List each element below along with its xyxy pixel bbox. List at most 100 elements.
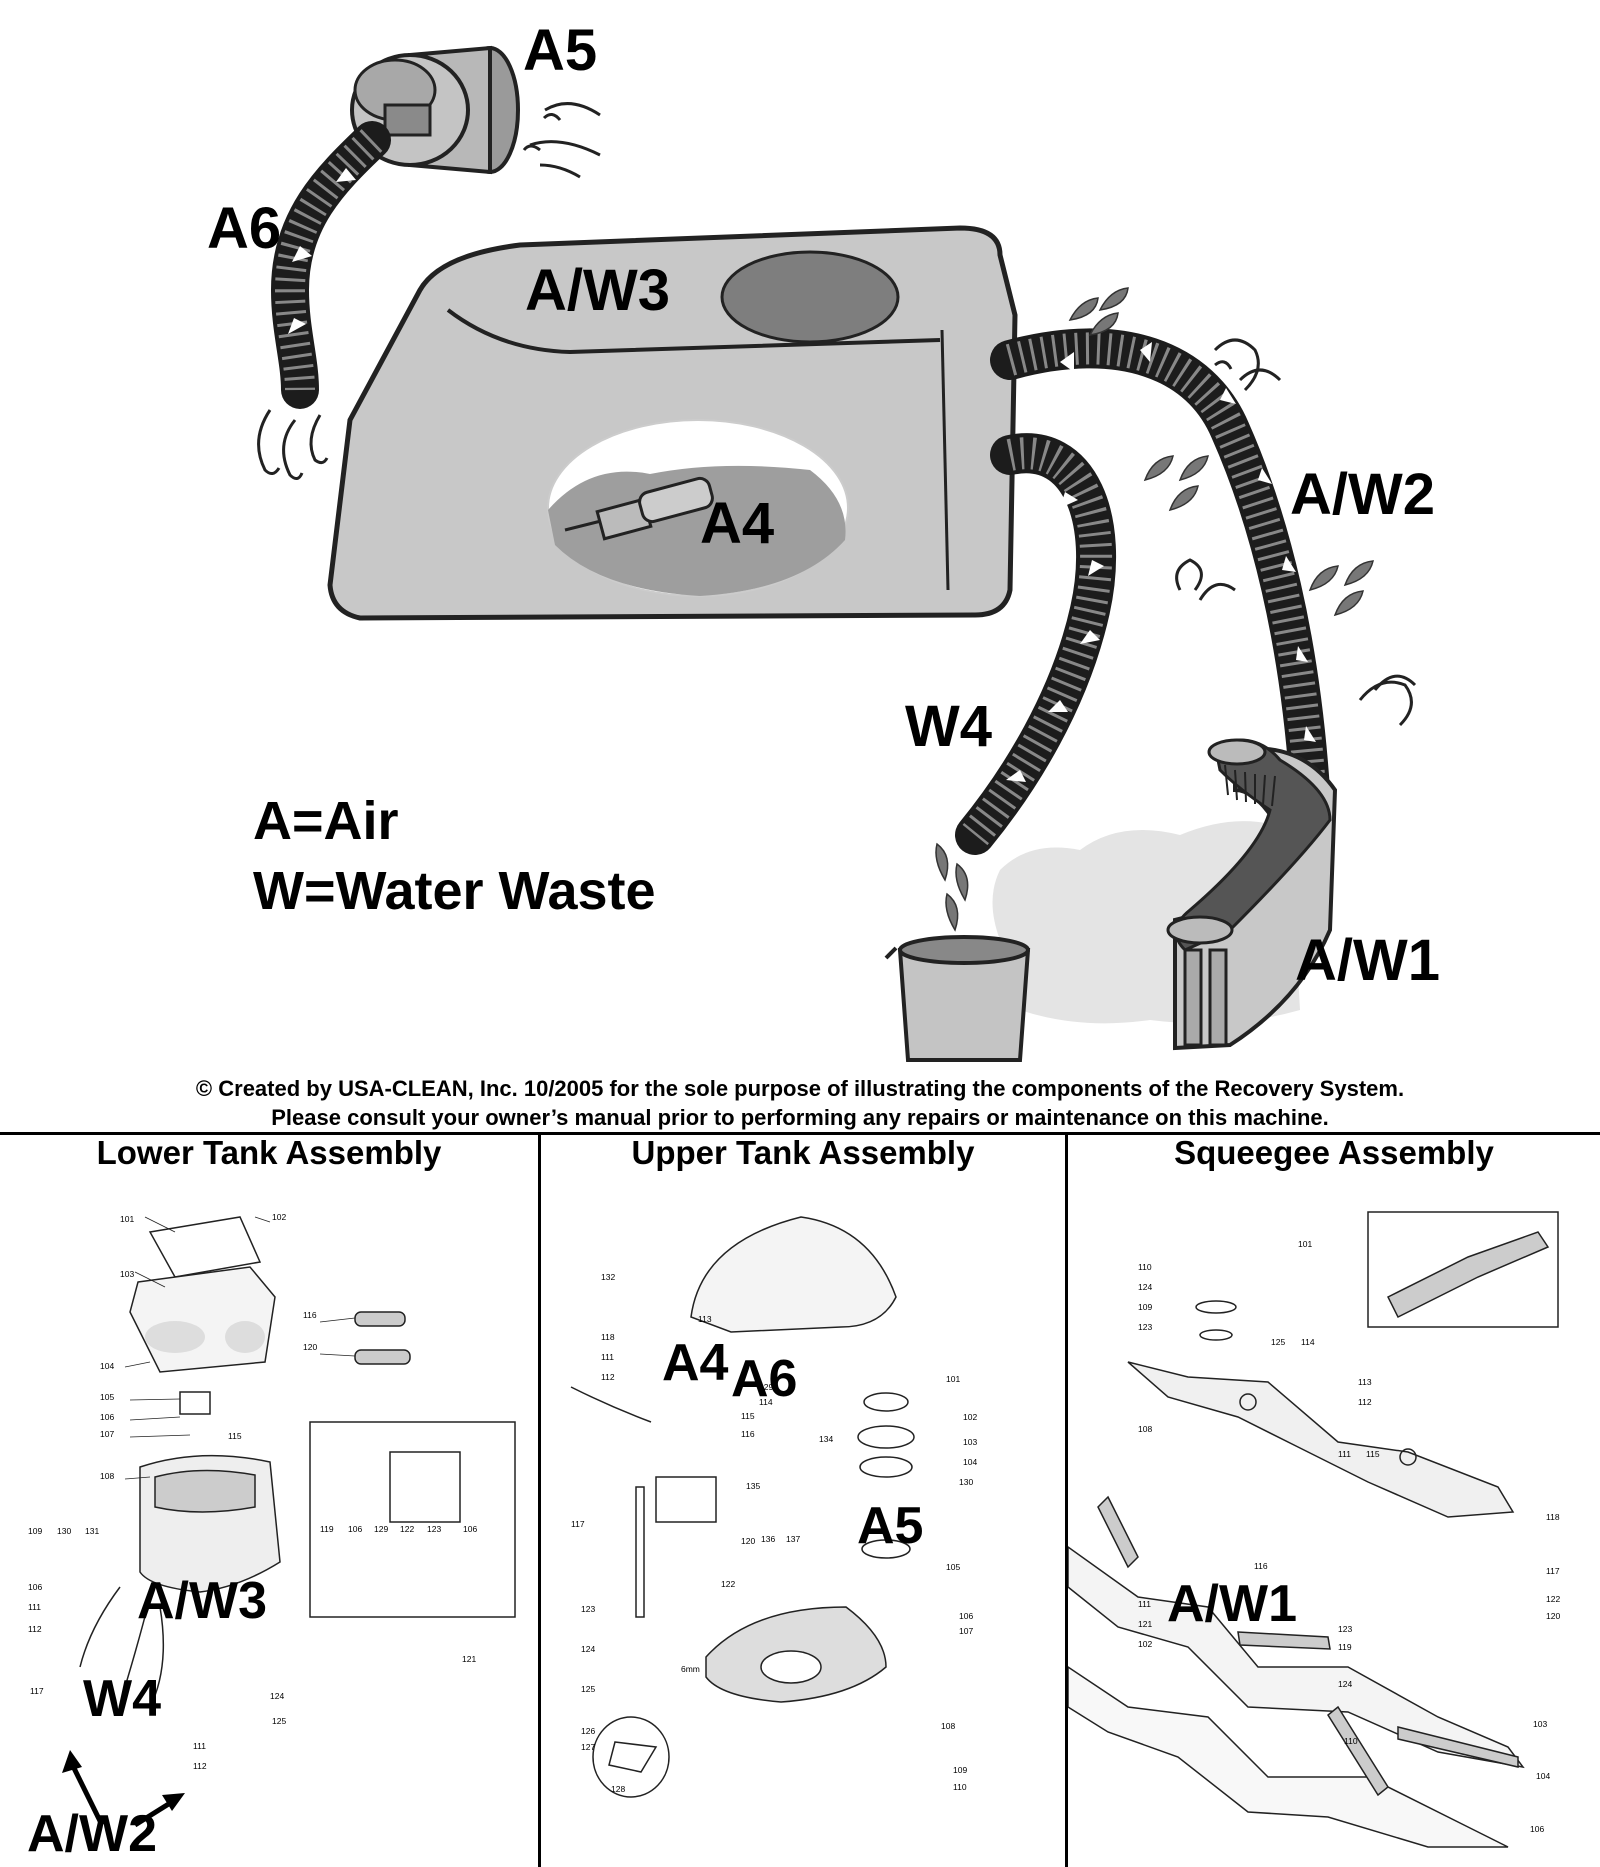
part-callout: 123 — [427, 1524, 441, 1534]
part-callout: 135 — [746, 1481, 760, 1491]
part-callout: 112 — [28, 1624, 42, 1634]
part-callout: 103 — [963, 1437, 977, 1447]
part-callout: 106 — [348, 1524, 362, 1534]
part-callout: 123 — [1138, 1322, 1152, 1332]
part-callout: 110 — [1138, 1262, 1152, 1272]
part-callout: 103 — [1533, 1719, 1547, 1729]
label-a4: A4 — [700, 491, 775, 556]
part-callout: 124 — [1338, 1679, 1352, 1689]
part-callout: 114 — [759, 1397, 773, 1407]
part-callout: 111 — [193, 1741, 206, 1751]
part-callout: 106 — [463, 1524, 477, 1534]
part-callout: 124 — [1138, 1282, 1152, 1292]
divider-right — [1065, 1132, 1068, 1867]
part-callout: 131 — [85, 1526, 99, 1536]
part-callout: 108 — [1138, 1424, 1152, 1434]
part-callout: 113 — [1358, 1377, 1372, 1387]
part-callout: 116 — [303, 1310, 317, 1320]
part-callout: 118 — [1546, 1512, 1560, 1522]
part-callout: 127 — [581, 1742, 595, 1752]
part-callout: 115 — [228, 1431, 242, 1441]
part-callout: 125 — [272, 1716, 286, 1726]
part-callout: 121 — [1138, 1619, 1152, 1629]
part-callout: 117 — [571, 1519, 585, 1529]
overlay-lower-aw2: A/W2 — [27, 1805, 157, 1863]
blower-motor — [350, 45, 520, 175]
part-callout: 112 — [601, 1372, 615, 1382]
bucket — [884, 935, 1031, 1062]
part-callout: 122 — [721, 1579, 735, 1589]
part-callout: 125 — [1271, 1337, 1285, 1347]
part-callout: 125 — [581, 1684, 595, 1694]
part-callout: 126 — [581, 1726, 595, 1736]
part-callout: 105 — [946, 1562, 960, 1572]
air-swirls-a6 — [257, 409, 329, 480]
part-callout: 111 — [1138, 1599, 1151, 1609]
part-callout: 117 — [1546, 1566, 1560, 1576]
legend: A=Air W=Water Waste — [253, 786, 656, 926]
part-callout: 123 — [1338, 1624, 1352, 1634]
part-callout: 120 — [741, 1536, 755, 1546]
part-callout: 130 — [57, 1526, 71, 1536]
label-aw2: A/W2 — [1290, 462, 1435, 527]
label-w4: W4 — [905, 694, 992, 759]
part-callout: 118 — [601, 1332, 615, 1342]
hose-a6 — [270, 121, 391, 409]
recovery-tank — [327, 225, 1018, 621]
part-callout: 122 — [1546, 1594, 1560, 1604]
credit-line-2: Please consult your owner’s manual prior… — [271, 1105, 1329, 1130]
overlay-upper-a5: A5 — [857, 1497, 924, 1555]
hose-aw2 — [990, 328, 1330, 810]
part-callout: 110 — [953, 1782, 967, 1792]
part-callout: 107 — [100, 1429, 114, 1439]
label-aw3: A/W3 — [525, 258, 670, 323]
part-callout: 136 — [761, 1534, 775, 1544]
part-callout: 6mm — [681, 1664, 700, 1674]
part-callout: 123 — [581, 1604, 595, 1614]
panel-title-upper: Upper Tank Assembly — [631, 1134, 975, 1171]
part-callout: 124 — [270, 1691, 284, 1701]
part-callout: 114 — [1301, 1337, 1315, 1347]
part-callout: 108 — [941, 1721, 955, 1731]
part-callout: 129 — [374, 1524, 388, 1534]
part-callout: 109 — [28, 1526, 42, 1536]
part-callout: 102 — [1138, 1639, 1152, 1649]
divider-horizontal — [0, 1132, 1600, 1135]
overlay-lower-aw3: A/W3 — [137, 1572, 267, 1630]
part-callout: 101 — [120, 1214, 134, 1224]
divider-left — [538, 1132, 541, 1867]
part-callout: 102 — [963, 1412, 977, 1422]
part-callout: 120 — [303, 1342, 317, 1352]
part-callout: 111 — [601, 1352, 614, 1362]
part-callout: 115 — [1366, 1449, 1380, 1459]
air-swirls-aw2 — [1175, 338, 1417, 727]
part-callout: 109 — [953, 1765, 967, 1775]
part-callout: 129 — [759, 1382, 773, 1392]
float-switch — [564, 476, 714, 541]
label-a6: A6 — [207, 196, 282, 261]
air-swirls-blower — [522, 102, 601, 179]
squeegee — [1166, 738, 1338, 1051]
legend-water: W=Water Waste — [253, 861, 656, 922]
part-callout: 111 — [1338, 1449, 1351, 1459]
part-callout: 110 — [1344, 1736, 1358, 1746]
overlay-upper-a6: A6 — [731, 1350, 798, 1408]
part-callout: 109 — [1138, 1302, 1152, 1312]
part-callout: 122 — [400, 1524, 414, 1534]
part-callout: 119 — [1338, 1642, 1352, 1652]
part-callout: 116 — [741, 1429, 755, 1439]
part-callout: 132 — [601, 1272, 615, 1282]
part-callout: 124 — [581, 1644, 595, 1654]
part-callout: 106 — [959, 1611, 973, 1621]
recovery-system-illustration — [257, 45, 1417, 1062]
label-a5: A5 — [523, 18, 598, 83]
part-callout: 116 — [1254, 1561, 1268, 1571]
overlay-squeegee-aw1: A/W1 — [1167, 1575, 1297, 1633]
overlay-upper-a4: A4 — [662, 1334, 729, 1392]
part-callout: 106 — [28, 1582, 42, 1592]
part-callout: 104 — [1536, 1771, 1550, 1781]
part-callout: 101 — [946, 1374, 960, 1384]
part-callout: 130 — [959, 1477, 973, 1487]
panel-title-lower: Lower Tank Assembly — [96, 1134, 442, 1171]
